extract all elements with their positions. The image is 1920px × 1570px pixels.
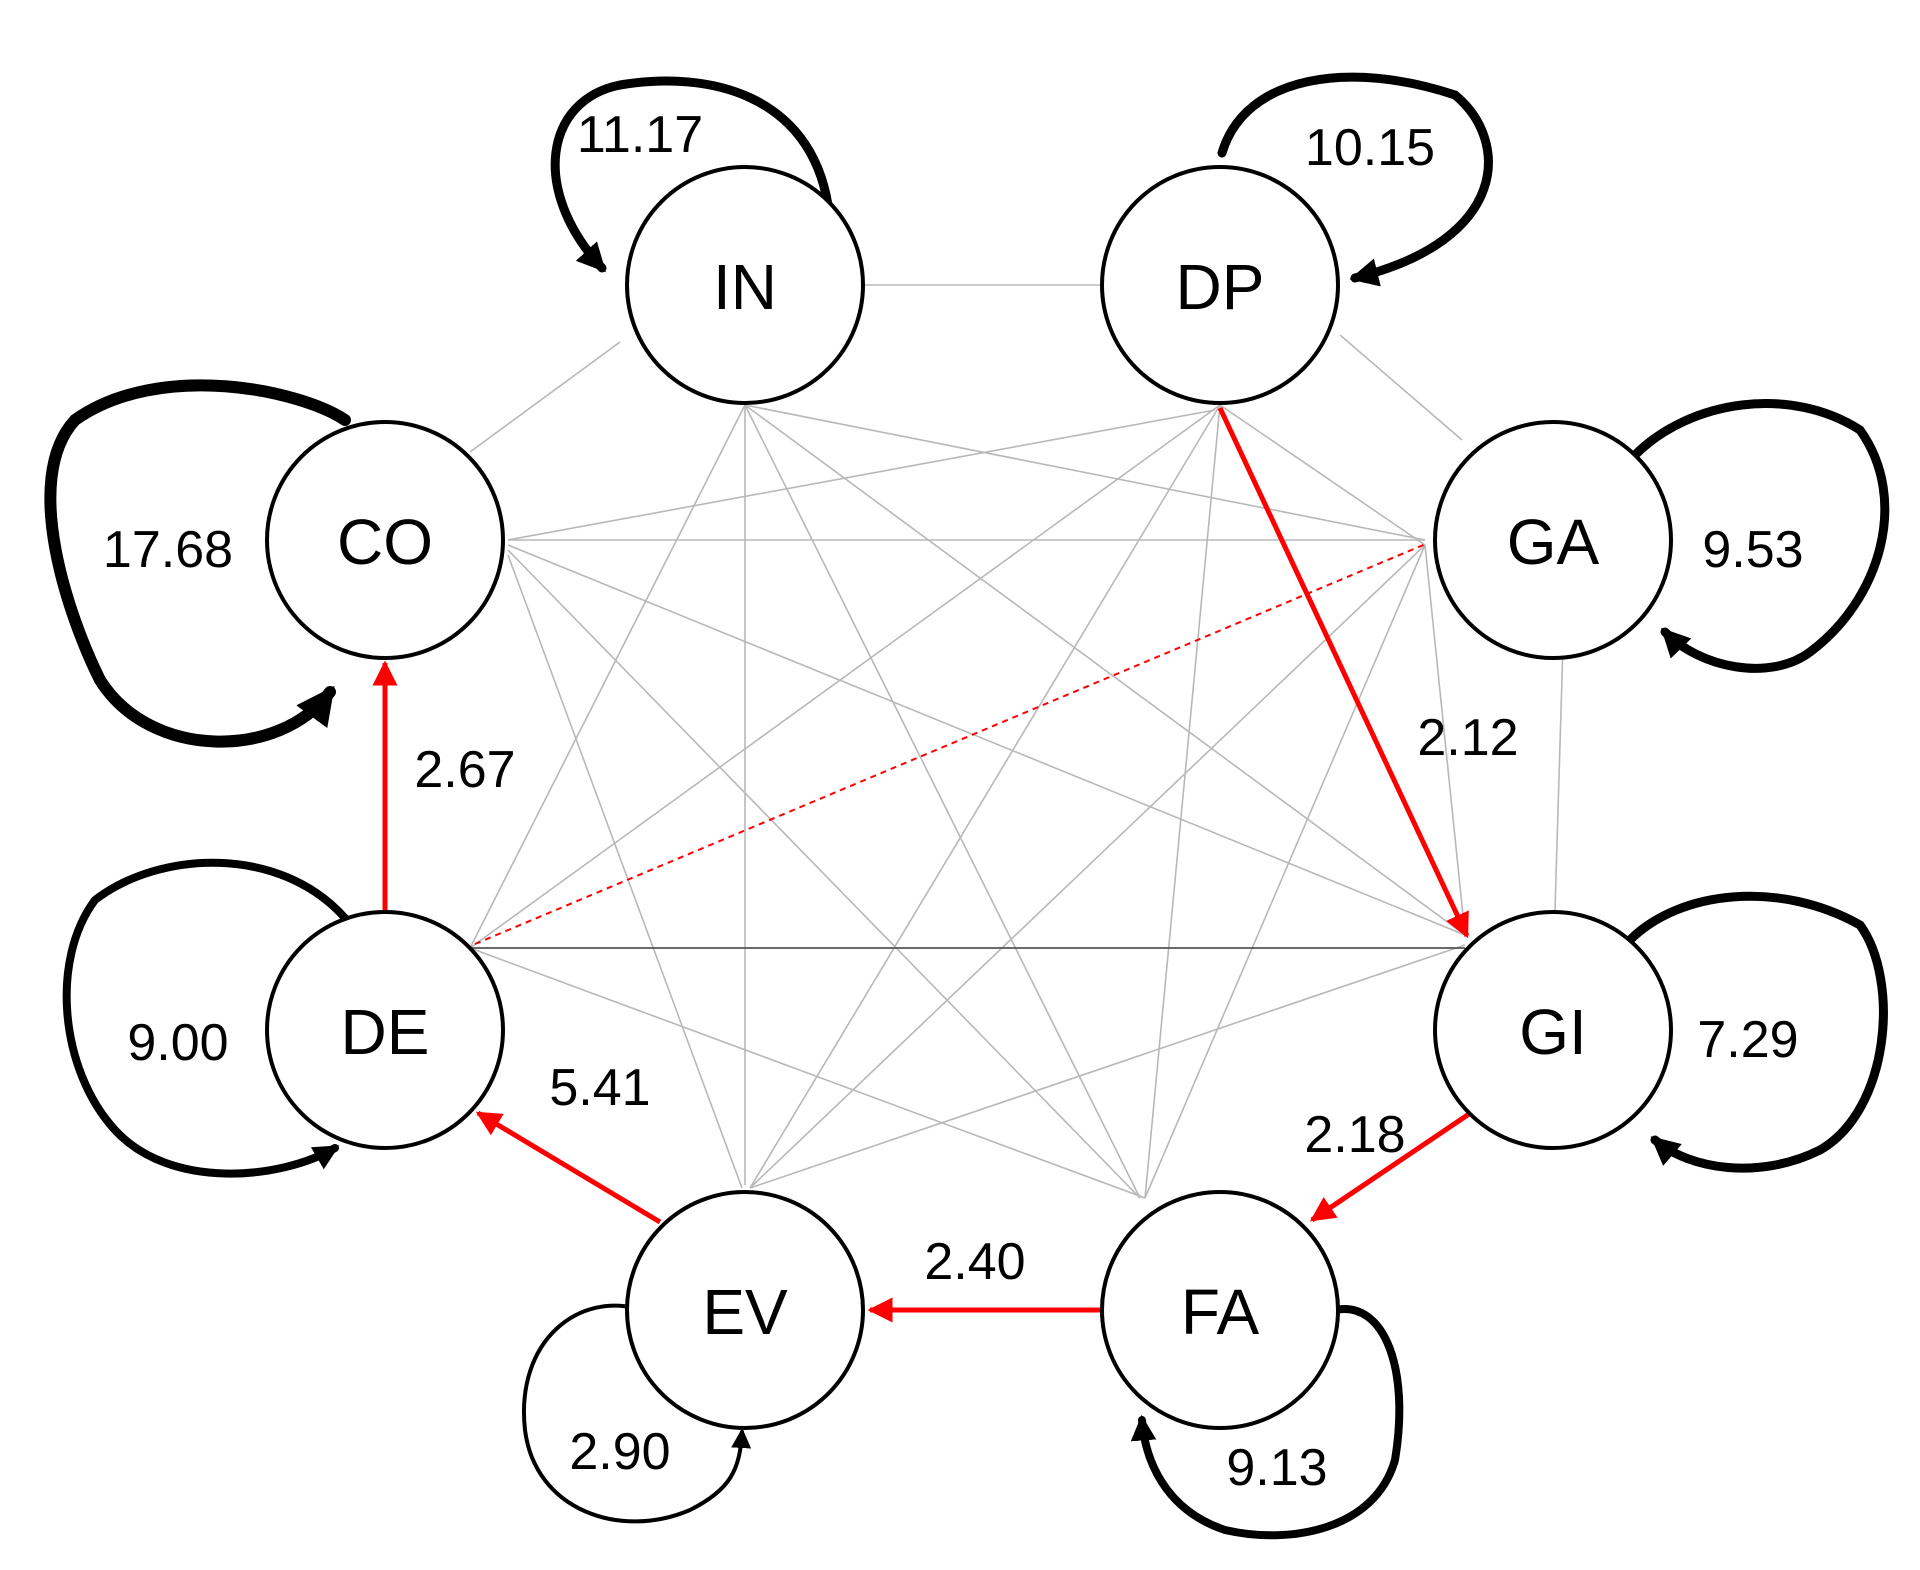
edge-gi-ev xyxy=(749,944,1466,1189)
edge-in-de xyxy=(469,404,746,949)
edge-co-dp xyxy=(507,409,1216,541)
self-loop-label-ga: 9.53 xyxy=(1702,521,1803,579)
node-ga-label: GA xyxy=(1507,506,1600,578)
self-loop-fa xyxy=(1130,1305,1404,1540)
node-gi-label: GI xyxy=(1519,996,1587,1068)
self-loop-label-co: 17.68 xyxy=(103,521,233,579)
transition-label-fa-ev: 2.40 xyxy=(924,1233,1025,1291)
transition-label-dp-gi: 2.12 xyxy=(1417,709,1518,767)
transition-label-de-co: 2.67 xyxy=(414,741,515,799)
node-ev-circle xyxy=(625,1190,865,1430)
node-co-label: CO xyxy=(337,506,433,578)
edge-dp-de xyxy=(469,404,1221,949)
transition-label-gi-fa: 2.18 xyxy=(1304,1106,1405,1164)
edge-dp-fa xyxy=(1144,404,1221,1199)
node-de: DE xyxy=(265,910,505,1150)
self-loop-label-de: 9.00 xyxy=(127,1014,228,1072)
background-edges xyxy=(469,284,1564,1199)
node-gi: GI xyxy=(1433,910,1673,1150)
transition-arrow-ev-de xyxy=(475,1110,662,1225)
edge-de-fa xyxy=(469,947,1146,1199)
edge-in-fa xyxy=(744,404,1141,1199)
edge-ga-gi-vertical xyxy=(1554,644,1564,911)
self-loops xyxy=(44,72,1890,1540)
edge-co-ev xyxy=(507,554,743,1189)
node-in-circle xyxy=(625,165,865,405)
node-dp-label: DP xyxy=(1176,251,1265,323)
node-de-label: DE xyxy=(341,996,430,1068)
edge-co-gi xyxy=(507,544,1466,936)
node-fa-label: FA xyxy=(1181,1276,1260,1348)
node-dp-circle xyxy=(1100,165,1340,405)
edge-in-ga xyxy=(744,404,1426,541)
self-loop-dp xyxy=(1217,72,1493,287)
node-ga-circle xyxy=(1433,420,1673,660)
edge-in-co xyxy=(469,341,621,453)
transition-label-ev-de: 5.41 xyxy=(549,1059,650,1117)
self-loop-label-dp: 10.15 xyxy=(1305,119,1435,177)
node-co-circle xyxy=(265,420,505,660)
transition-arrow-dp-gi xyxy=(1217,406,1470,939)
node-co: CO xyxy=(265,420,505,660)
self-loop-ev xyxy=(521,1303,752,1524)
self-loop-ga xyxy=(1630,399,1890,673)
transition-labels: 2.67 2.12 2.18 2.40 5.41 xyxy=(414,709,1518,1291)
self-loop-label-ev: 2.90 xyxy=(569,1423,670,1481)
self-loop-labels: 11.17 10.15 17.68 9.53 9.00 7.29 2.90 9.… xyxy=(103,106,1804,1497)
transition-arrow-gi-fa xyxy=(1309,1109,1474,1223)
node-gi-circle xyxy=(1433,910,1673,1150)
self-loop-label-fa: 9.13 xyxy=(1226,1439,1327,1497)
node-ev: EV xyxy=(625,1190,865,1430)
edge-ga-gi xyxy=(1424,544,1466,936)
node-in-label: IN xyxy=(713,251,777,323)
edge-in-gi xyxy=(744,404,1466,936)
highlighted-edges xyxy=(372,406,1474,1323)
node-dp: DP xyxy=(1100,165,1340,405)
node-ev-label: EV xyxy=(702,1276,788,1348)
node-de-circle xyxy=(265,910,505,1150)
self-loop-de xyxy=(62,858,349,1178)
edge-ga-ev xyxy=(749,544,1426,1189)
node-fa: FA xyxy=(1100,1190,1340,1430)
node-in: IN xyxy=(625,165,865,405)
edge-ga-fa xyxy=(1144,544,1426,1199)
dashed-edge-de-ga xyxy=(474,542,1429,945)
self-loop-label-gi: 7.29 xyxy=(1697,1011,1798,1069)
edge-co-fa xyxy=(507,549,1141,1199)
edge-dp-ga xyxy=(1339,334,1463,441)
edge-dp-ga-inner xyxy=(1219,404,1426,546)
node-ga: GA xyxy=(1433,420,1673,660)
self-loop-co xyxy=(44,379,351,748)
self-loop-label-in: 11.17 xyxy=(577,106,703,164)
self-loop-gi xyxy=(1625,891,1888,1173)
node-fa-circle xyxy=(1100,1190,1340,1430)
self-loop-in xyxy=(550,76,833,273)
edge-dp-ev xyxy=(749,404,1221,1189)
